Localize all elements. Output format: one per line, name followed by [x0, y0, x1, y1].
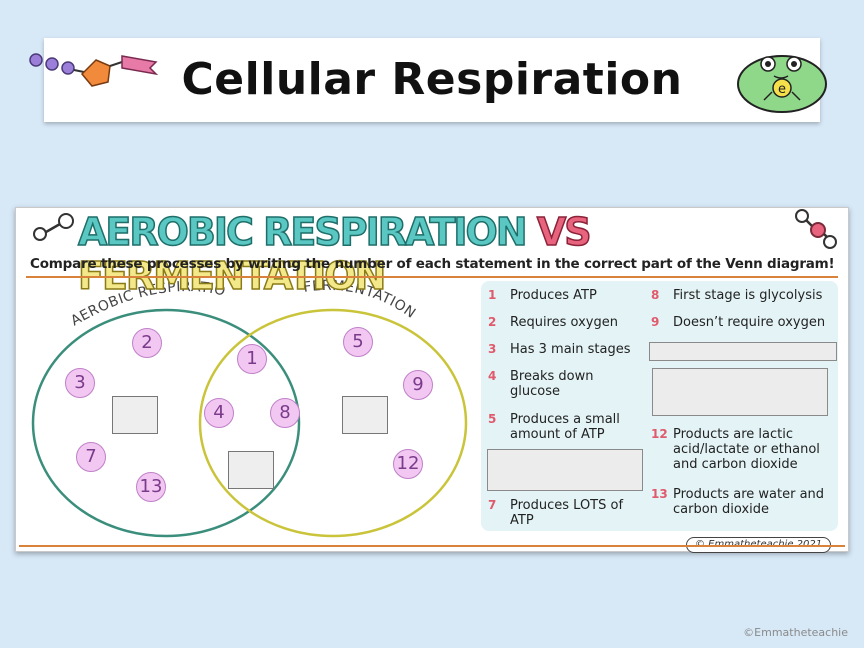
statement-item[interactable]: 12 Products are lactic acid/lactate or e… — [651, 427, 841, 472]
statement-text: Doesn’t require oxygen — [673, 315, 826, 330]
answer-box-left[interactable] — [112, 396, 158, 434]
answer-box-right[interactable] — [342, 396, 388, 434]
title-banner: Cellular Respiration — [44, 38, 820, 122]
venn-worksheet-slide: AEROBIC RESPIRATION FERMENTATION AEROBIC… — [15, 207, 849, 553]
heading-vs: VS — [536, 209, 592, 255]
statement-number: 3 — [488, 342, 497, 356]
statement-number: 8 — [651, 288, 660, 302]
statement-number: 1 — [488, 288, 497, 302]
blank-statement-box[interactable] — [649, 342, 837, 361]
venn-number-center[interactable]: 1 — [237, 344, 267, 374]
venn-right-ellipse — [198, 308, 468, 538]
venn-diagram: AEROBIC RESPIRATION FERMENTATION — [16, 208, 837, 538]
statement-item[interactable]: 8 First stage is glycolysis — [651, 288, 846, 303]
statement-number: 5 — [488, 412, 497, 426]
venn-number-left[interactable]: 3 — [65, 368, 95, 398]
statement-item[interactable]: 1 Produces ATP — [488, 288, 648, 303]
venn-number-center[interactable]: 8 — [270, 398, 300, 428]
statement-text: Produces ATP — [510, 288, 597, 303]
venn-left-ellipse — [31, 308, 301, 538]
statement-text: Products are water and carbon dioxide — [673, 487, 825, 517]
mascot-letter: e — [778, 82, 786, 97]
answer-box-center[interactable] — [228, 451, 274, 489]
blank-statement-box[interactable] — [652, 368, 828, 416]
statement-text: Breaks down glucose — [510, 369, 594, 399]
statement-item[interactable]: 3 Has 3 main stages — [488, 342, 648, 357]
divider — [26, 276, 838, 278]
statement-item[interactable]: 13 Products are water and carbon dioxide — [651, 487, 841, 517]
statement-item[interactable]: 5 Produces a small amount of ATP — [488, 412, 638, 442]
heading-molecule-left-icon — [33, 213, 74, 241]
venn-number-left[interactable]: 13 — [136, 472, 166, 502]
statement-item[interactable]: 7 Produces LOTS of ATP — [488, 498, 638, 528]
instructions-text: Compare these processes by writing the n… — [30, 256, 835, 272]
statement-text: Produces a small amount of ATP — [510, 412, 620, 442]
venn-number-center[interactable]: 4 — [204, 398, 234, 428]
statement-text: Requires oxygen — [510, 315, 618, 330]
heading-molecule-right-icon — [795, 209, 837, 249]
mascot-icon: e — [737, 55, 827, 113]
statement-text: Products are lactic acid/lactate or etha… — [673, 427, 820, 472]
statement-item[interactable]: 2 Requires oxygen — [488, 315, 648, 330]
statement-number: 4 — [488, 369, 497, 383]
slide-bottom-border — [19, 545, 845, 547]
statement-text: Has 3 main stages — [510, 342, 631, 357]
statement-text: Produces LOTS of ATP — [510, 498, 624, 528]
venn-number-right[interactable]: 12 — [393, 449, 423, 479]
page-title: Cellular Respiration — [181, 54, 683, 105]
statement-number: 13 — [651, 487, 668, 501]
footer-credit: ©Emmatheteachie — [743, 626, 848, 639]
statement-number: 9 — [651, 315, 660, 329]
heading-aerobic: AEROBIC RESPIRATION — [77, 209, 528, 255]
molecule-decoration-icon — [29, 53, 159, 87]
blank-statement-box[interactable] — [487, 449, 643, 491]
statement-item[interactable]: 9 Doesn’t require oxygen — [651, 315, 848, 330]
venn-number-left[interactable]: 2 — [132, 328, 162, 358]
statement-number: 7 — [488, 498, 497, 512]
statement-number: 12 — [651, 427, 668, 441]
statement-text: First stage is glycolysis — [673, 288, 823, 303]
statement-number: 2 — [488, 315, 497, 329]
slide-heading: AEROBIC RESPIRATION VS FERMENTATION — [77, 209, 848, 299]
statement-item[interactable]: 4 Breaks down glucose — [488, 369, 608, 399]
venn-number-right[interactable]: 5 — [343, 327, 373, 357]
venn-number-left[interactable]: 7 — [76, 442, 106, 472]
venn-number-right[interactable]: 9 — [403, 370, 433, 400]
